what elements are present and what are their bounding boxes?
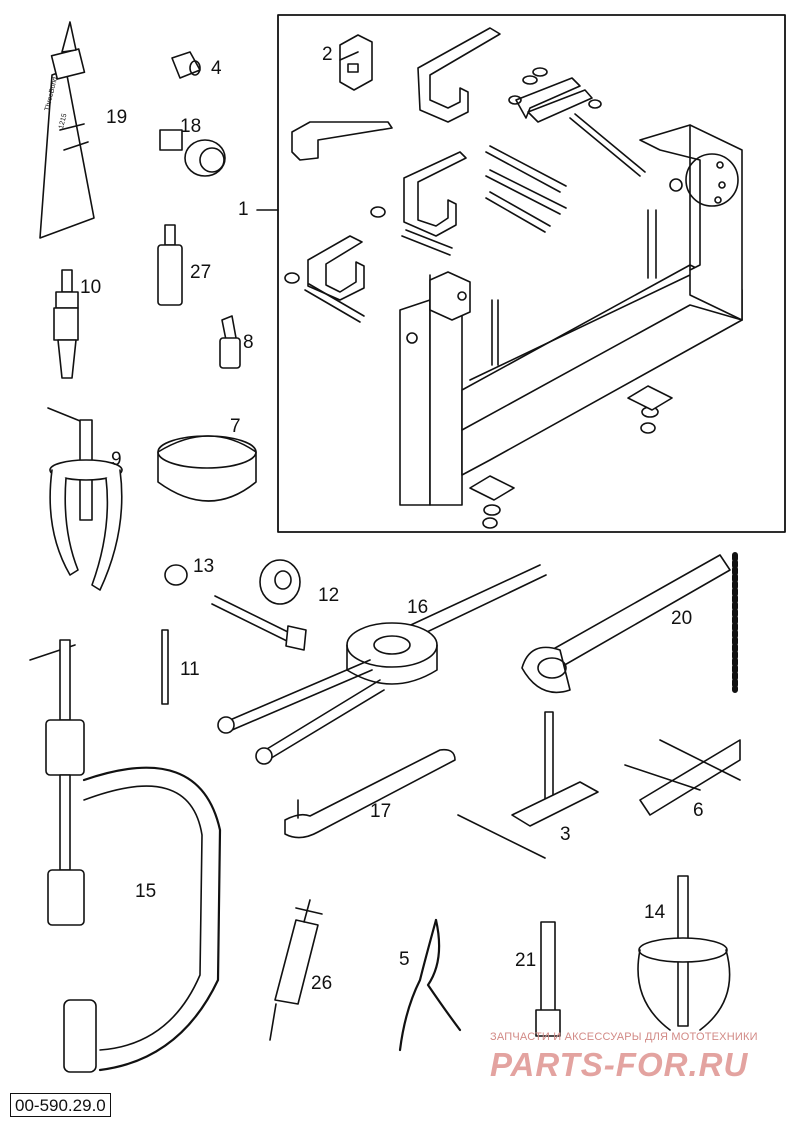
callout-7: 7 bbox=[230, 416, 241, 437]
holder-16 bbox=[217, 564, 547, 765]
callout-1: 1 bbox=[238, 199, 249, 220]
small-bottle-8 bbox=[219, 315, 241, 369]
loctite-bottle-27 bbox=[157, 224, 183, 306]
puller-14 bbox=[637, 875, 731, 1031]
callout-19: 19 bbox=[106, 107, 128, 128]
callout-27: 27 bbox=[190, 262, 212, 283]
c-clamp-15 bbox=[29, 639, 222, 1073]
callout-11: 11 bbox=[180, 659, 200, 680]
callout-10: 10 bbox=[80, 277, 102, 298]
threebond-tube-19 bbox=[39, 21, 95, 239]
bolt-bearing-12 bbox=[211, 559, 307, 651]
callout-16: 16 bbox=[407, 597, 429, 618]
callout-9: 9 bbox=[111, 449, 122, 470]
callout-15: 15 bbox=[135, 881, 157, 902]
wrench-17 bbox=[284, 748, 456, 839]
ring-7 bbox=[157, 435, 257, 502]
pin-11 bbox=[161, 629, 169, 705]
callout-17: 17 bbox=[370, 801, 392, 822]
syringe-26 bbox=[269, 899, 323, 1041]
chain-wrench-20 bbox=[521, 552, 738, 694]
bolt-21 bbox=[535, 921, 561, 1037]
watermark-caption: ЗАПЧАСТИ И АКСЕССУАРЫ ДЛЯ МОТОТЕХНИКИ bbox=[490, 1031, 758, 1043]
engine-stand bbox=[399, 124, 743, 506]
callout-3: 3 bbox=[560, 824, 571, 845]
callout-8: 8 bbox=[243, 332, 254, 353]
watermark-logo: PARTS-FOR.RU bbox=[490, 1046, 749, 1083]
callout-14: 14 bbox=[644, 902, 666, 923]
document-code: 00-590.29.0 bbox=[10, 1093, 111, 1117]
stand-brackets bbox=[291, 27, 593, 301]
callout-20: 20 bbox=[671, 608, 693, 629]
tool-6 bbox=[624, 739, 741, 816]
callout-6: 6 bbox=[693, 800, 704, 821]
engine-stand-frame-box bbox=[277, 14, 786, 533]
stand-bolts bbox=[284, 67, 673, 529]
plug-4 bbox=[171, 51, 201, 79]
gear-puller-9 bbox=[47, 407, 123, 591]
adapter-18 bbox=[159, 129, 226, 177]
puller-10 bbox=[53, 269, 79, 379]
tool-3 bbox=[457, 711, 599, 859]
callout-4: 4 bbox=[211, 58, 222, 79]
callout-5: 5 bbox=[399, 949, 410, 970]
callout-2: 2 bbox=[322, 44, 333, 65]
pliers-5 bbox=[398, 918, 462, 1052]
bracket-2 bbox=[339, 34, 373, 91]
callout-18: 18 bbox=[180, 116, 202, 137]
callout-13: 13 bbox=[193, 556, 215, 577]
callout-26: 26 bbox=[311, 973, 333, 994]
callout-21: 21 bbox=[515, 950, 537, 971]
nut-13 bbox=[164, 564, 188, 586]
callout-12: 12 bbox=[318, 585, 340, 606]
